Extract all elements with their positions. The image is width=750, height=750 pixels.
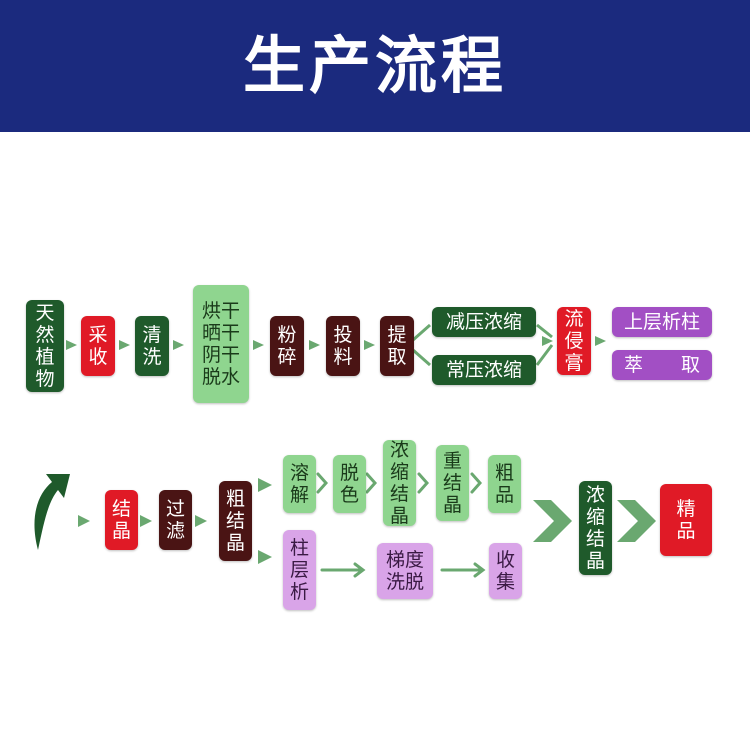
step-vacuum-concentrate: 减压浓缩 [432, 307, 536, 337]
connector-line [412, 323, 431, 342]
arrow-icon [364, 340, 375, 350]
arrow-head [473, 562, 486, 578]
arrow-icon [173, 340, 184, 350]
arrow-icon [78, 515, 90, 527]
step-gradient-elution: 梯度 洗脱 [377, 543, 433, 599]
step-column-layer: 柱 层 析 [283, 530, 316, 610]
arrow-icon [195, 515, 207, 527]
step-extract: 提 取 [380, 316, 414, 376]
arrow-icon [309, 340, 320, 350]
step-concentrate-crystallize-2: 浓 缩 结 晶 [579, 481, 612, 575]
step-atmospheric-concentrate: 常压浓缩 [432, 355, 536, 385]
chevron-right-icon [365, 472, 378, 494]
step-decolor: 脱 色 [333, 455, 366, 513]
step-recrystallize: 重 结 晶 [436, 445, 469, 521]
large-chevron-icon [617, 500, 656, 542]
connector-line [412, 348, 431, 367]
step-crude-product: 粗 品 [488, 455, 521, 513]
arrow-icon [595, 336, 606, 346]
arrow-icon [119, 340, 130, 350]
step-dry: 烘干 晒干 阴干 脱水 [193, 285, 249, 403]
arrow-icon [66, 340, 77, 350]
arrow-icon [258, 550, 272, 564]
arrow-head [353, 562, 366, 578]
step-extract-paste: 流 侵 膏 [557, 307, 591, 375]
arrow-icon [258, 478, 272, 492]
return-curve-arrow-icon [34, 474, 70, 550]
arrow-icon [253, 340, 264, 350]
header-banner: 生产流程 [0, 0, 750, 132]
chevron-right-icon [316, 472, 329, 494]
chevron-right-icon [417, 472, 430, 494]
step-filter: 过 滤 [159, 490, 192, 550]
arrow-icon [542, 336, 553, 346]
connector-line [535, 344, 554, 366]
step-feed: 投 料 [326, 316, 360, 376]
arrow-icon [140, 515, 152, 527]
step-crush: 粉 碎 [270, 316, 304, 376]
step-collect: 收 集 [489, 543, 522, 599]
step-natural-plant: 天 然 植 物 [26, 300, 64, 392]
step-dissolve: 溶 解 [283, 455, 316, 513]
step-wash: 清 洗 [135, 316, 169, 376]
step-fine-product: 精 品 [660, 484, 712, 556]
step-crude-crystal: 粗 结 晶 [219, 481, 252, 561]
step-crystallize: 结 晶 [105, 490, 138, 550]
step-harvest: 采 收 [81, 316, 115, 376]
page-title: 生产流程 [242, 29, 507, 102]
large-chevron-icon [533, 500, 572, 542]
step-solvent-extraction: 萃 取 [612, 350, 712, 380]
chevron-right-icon [470, 472, 483, 494]
step-column-chromatography: 上层析柱 [612, 307, 712, 337]
step-concentrate-crystallize-1: 浓 缩 结 晶 [383, 439, 416, 527]
connector-line [536, 323, 553, 339]
